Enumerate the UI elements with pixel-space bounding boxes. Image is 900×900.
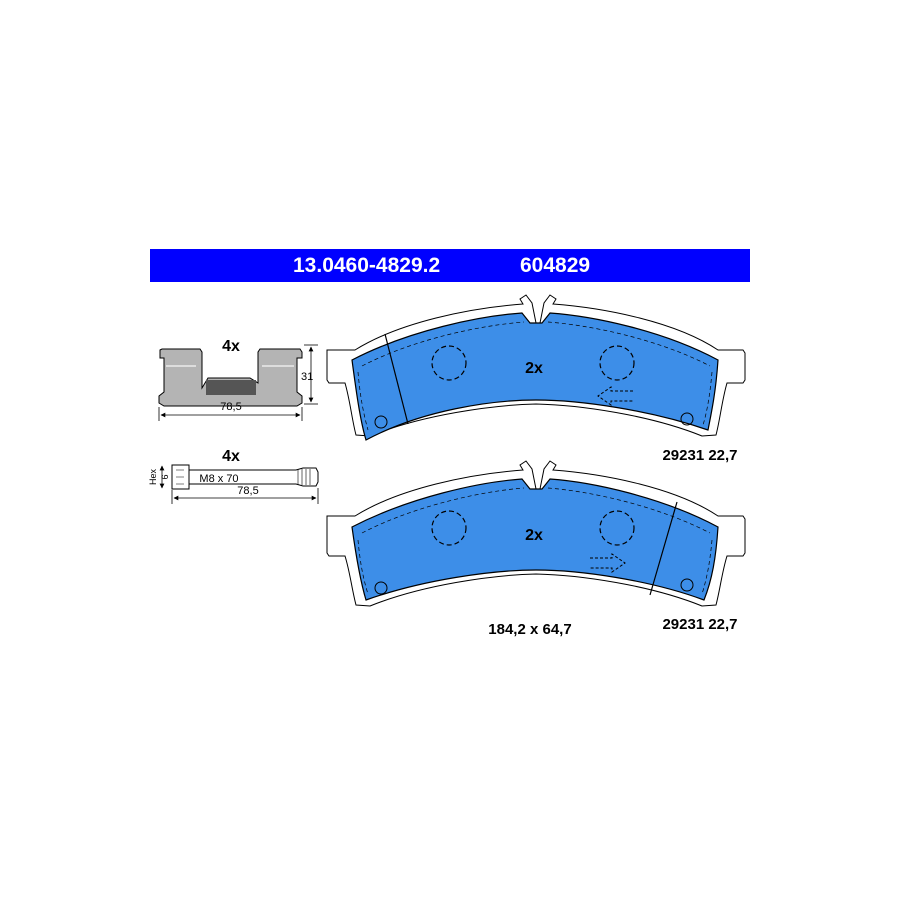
hole-top-right [680, 412, 694, 426]
pad-bottom-quantity: 2x [525, 527, 543, 544]
reference-number: 604829 [520, 254, 591, 277]
clip-bridge [206, 380, 256, 395]
bolt-drawing: 4x M8 x 70 Hex 6 78,5 [148, 448, 319, 504]
pad-bottom-code: 29231 22,7 [662, 616, 737, 633]
friction-material-top [351, 312, 719, 441]
brake-pad-top: 2x [326, 294, 746, 441]
hex-size-label: 6 [160, 474, 170, 479]
hole-top-left [374, 415, 388, 429]
direction-arrow-right-icon [590, 553, 626, 573]
bolt-thread-label: M8 x 70 [199, 473, 238, 485]
part-number: 13.0460-4829.2 [293, 254, 441, 277]
direction-arrow-left-icon [597, 386, 633, 406]
piston-circle-bottom-right [599, 510, 635, 546]
clip-shape [158, 348, 303, 407]
hex-label: Hex [148, 469, 158, 486]
bolt-shank [188, 467, 319, 487]
piston-circle-top-right [599, 345, 635, 381]
pad-top-quantity: 2x [525, 360, 543, 377]
piston-circle-top-left [431, 345, 467, 381]
hole-bottom-right [680, 578, 694, 592]
clip-width-label: 78,5 [220, 401, 241, 413]
clip-drawing: 4x 78,5 31 [158, 338, 318, 421]
clip-quantity: 4x [222, 338, 240, 355]
wear-slot-bottom [649, 501, 678, 596]
bolt-quantity: 4x [222, 448, 240, 465]
header-banner: 13.0460-4829.2 604829 [150, 249, 750, 282]
clip-height-label: 31 [301, 371, 313, 383]
brake-pad-bottom: 2x [326, 460, 746, 607]
wear-slot-top [384, 333, 409, 425]
pad-top-code: 29231 22,7 [662, 447, 737, 464]
pad-dimensions: 184,2 x 64,7 [488, 621, 571, 638]
hole-bottom-left [374, 581, 388, 595]
piston-circle-bottom-left [431, 510, 467, 546]
friction-material-bottom [351, 478, 719, 601]
bolt-length-label: 78,5 [237, 485, 258, 497]
